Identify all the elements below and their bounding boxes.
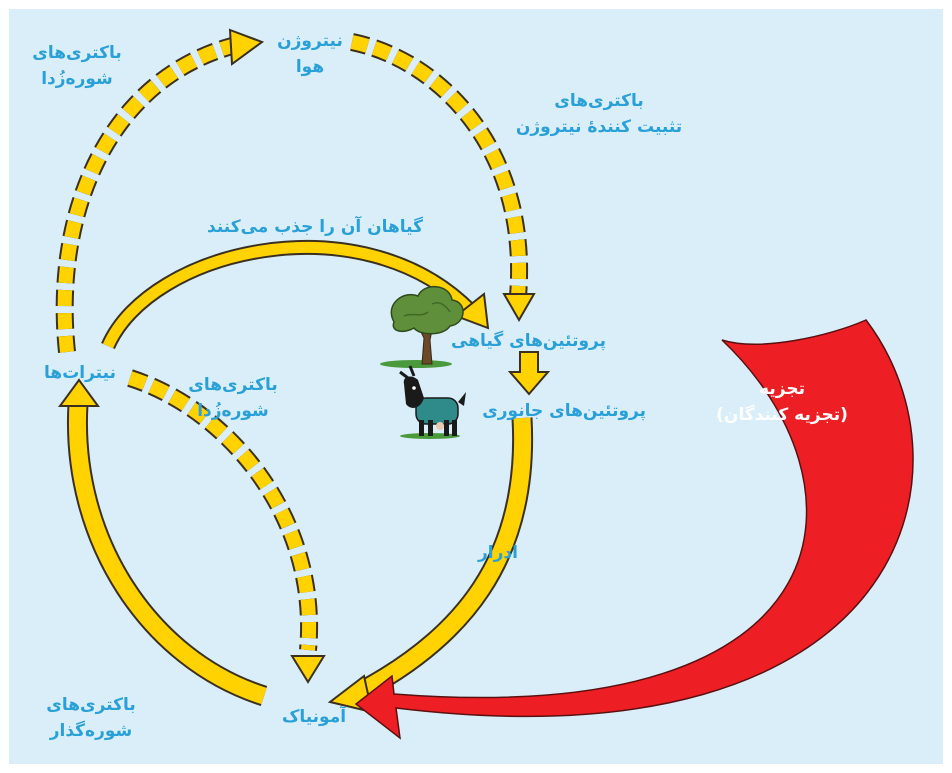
edge-label-urine: ادرار — [466, 540, 530, 566]
edge-label-nitrogen-fixing: باکتری‌های تثبیت کنندهٔ نیتروژن — [504, 88, 694, 140]
node-nitrates-text: نیترات‌ها — [44, 363, 116, 383]
edge-label-nitrogen-fixing-line1: باکتری‌های — [554, 91, 644, 111]
edge-label-denitrifying-middle: باکتری‌های شوره‌زُدا — [178, 372, 288, 424]
edge-label-nitrifying: باکتری‌های شوره‌گذار — [26, 692, 156, 744]
edge-label-nitrifying-line1: باکتری‌های — [46, 695, 136, 715]
arrow-air-nitrogen-to-plant-proteins — [350, 33, 536, 323]
arrow-decomposition-to-ammonia — [354, 319, 914, 740]
edge-label-denitrifying-middle-line2: شوره‌زُدا — [197, 401, 269, 421]
node-ammonia-text: آمونیاک — [281, 707, 347, 727]
node-air-nitrogen-line1: نیتروژن — [277, 31, 343, 51]
arrow-nitrates-to-air-nitrogen — [55, 28, 265, 353]
edge-label-decomposition-line2: (تجزیه کنندگان) — [716, 405, 848, 425]
edge-label-denitrifying-top-line1: باکتری‌های — [32, 43, 122, 63]
node-air-nitrogen-line2: هوا — [295, 57, 325, 77]
edge-label-plants-absorb: گیاهان آن را جذب می‌کنند — [196, 214, 434, 240]
node-plant-proteins: پروتئین‌های گیاهی — [451, 328, 606, 354]
goat-icon — [399, 365, 466, 439]
edge-label-nitrogen-fixing-line2: تثبیت کنندهٔ نیتروژن — [515, 117, 683, 137]
arrow-plant-to-animal-proteins — [507, 351, 551, 396]
edge-label-decomposition: تجزیه (تجزیه کنندگان) — [714, 376, 850, 428]
edge-label-urine-text: ادرار — [478, 543, 518, 563]
arrow-nitrates-to-ammonia — [127, 369, 326, 684]
node-air-nitrogen: نیتروژن هوا — [262, 28, 358, 80]
node-ammonia: آمونیاک — [266, 704, 362, 730]
edge-label-denitrifying-middle-line1: باکتری‌های — [188, 375, 278, 395]
edge-label-decomposition-line1: تجزیه — [759, 379, 805, 399]
arrow-nitrates-to-plant-proteins — [101, 240, 490, 350]
node-nitrates: نیترات‌ها — [30, 360, 130, 386]
edge-label-denitrifying-top: باکتری‌های شوره‌زُدا — [22, 40, 132, 92]
edge-label-plants-absorb-text: گیاهان آن را جذب می‌کنند — [207, 217, 423, 237]
node-animal-proteins: پروتئین‌های جانوری — [482, 398, 646, 424]
node-plant-proteins-text: پروتئین‌های گیاهی — [451, 331, 606, 351]
arrow-ammonia-to-nitrates — [58, 378, 268, 707]
tree-icon — [380, 286, 464, 368]
edge-label-denitrifying-top-line2: شوره‌زُدا — [41, 69, 113, 89]
node-animal-proteins-text: پروتئین‌های جانوری — [482, 401, 646, 421]
edge-label-nitrifying-line2: شوره‌گذار — [49, 721, 133, 741]
